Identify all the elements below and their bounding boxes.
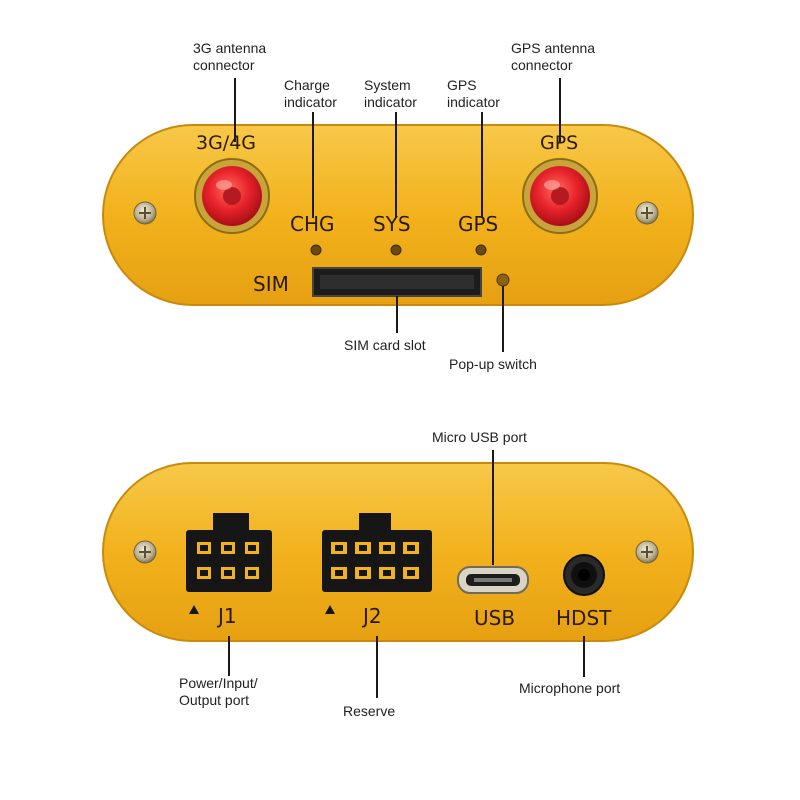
mark-j1: J1: [218, 604, 237, 628]
label-system-indicator: System indicator: [364, 77, 417, 110]
label-micro-usb-port: Micro USB port: [432, 429, 527, 445]
microphone-jack-icon: [563, 554, 605, 596]
mark-3g4g: 3G/4G: [196, 132, 257, 154]
label-power-port: Power/Input/ Output port: [179, 675, 258, 708]
mark-hdst: HDST: [556, 606, 612, 630]
screw-icon: [635, 201, 659, 225]
mark-j2: J2: [363, 604, 382, 628]
label-popup-switch: Pop-up switch: [449, 356, 537, 372]
mark-usb: USB: [474, 606, 516, 630]
pin1-triangle-icon: [189, 605, 199, 614]
label-gps-indicator: GPS indicator: [447, 77, 500, 110]
popup-switch-icon: [496, 273, 510, 287]
bottom-panel: [102, 462, 694, 642]
j1-connector-icon: [186, 513, 272, 592]
mark-gps-antenna: GPS: [540, 132, 579, 154]
top-panel: [102, 124, 694, 306]
mark-sim: SIM: [253, 272, 289, 296]
label-gps-antenna: GPS antenna connector: [511, 40, 596, 73]
system-led-icon: [390, 244, 402, 256]
pin1-triangle-icon: [325, 605, 335, 614]
mark-gps-led: GPS: [458, 212, 499, 236]
j2-connector-icon: [322, 513, 432, 592]
label-sim-card-slot: SIM card slot: [344, 337, 426, 353]
screw-icon: [133, 540, 157, 564]
screw-icon: [133, 201, 157, 225]
label-charge-indicator: Charge indicator: [284, 77, 337, 110]
mark-sys: SYS: [373, 212, 411, 236]
label-reserve: Reserve: [343, 703, 396, 719]
screw-icon: [635, 540, 659, 564]
gps-led-icon: [475, 244, 487, 256]
label-microphone-port: Microphone port: [519, 680, 621, 696]
antenna-3g-connector-icon: [194, 158, 270, 234]
mark-chg: CHG: [290, 212, 335, 236]
antenna-gps-connector-icon: [522, 158, 598, 234]
label-3g-antenna: 3G antenna connector: [193, 40, 267, 73]
micro-usb-port-icon: [457, 566, 529, 594]
charge-led-icon: [310, 244, 322, 256]
